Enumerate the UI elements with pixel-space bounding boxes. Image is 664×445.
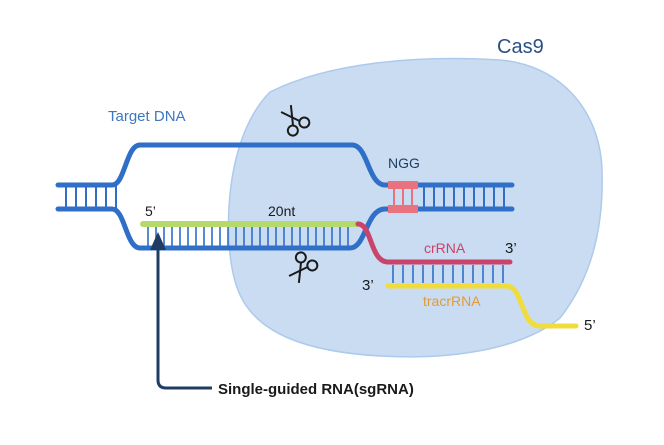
crrna-label: crRNA xyxy=(424,240,466,256)
tracrrna-label: tracrRNA xyxy=(423,293,481,309)
cas9-label: Cas9 xyxy=(497,36,544,58)
scissors-icon xyxy=(288,251,319,284)
sgrna-arrowhead xyxy=(150,232,166,250)
dna-duplex-left-rungs xyxy=(65,186,117,208)
three-prime-crrna-label: 3’ xyxy=(505,240,517,257)
spacer-dna-pairing-rungs xyxy=(147,226,349,246)
target-dna-label: Target DNA xyxy=(108,108,186,125)
sgrna-label: Single-guided RNA(sgRNA) xyxy=(218,381,414,398)
dna-duplex-right-rungs xyxy=(423,186,505,208)
target-dna-upper-strand xyxy=(55,142,515,188)
five-prime-tail-label: 5’ xyxy=(584,317,596,334)
three-prime-tracr-label: 3’ xyxy=(362,277,374,294)
target-dna-lower-strand xyxy=(55,206,515,251)
tracrrna-strand xyxy=(385,283,579,329)
crrna-strand xyxy=(355,221,513,265)
sgrna-pointer-line xyxy=(156,238,212,390)
pam-label: NGG xyxy=(388,155,420,171)
spacer-length-label: 20nt xyxy=(268,203,295,219)
pam-ngg-segment xyxy=(388,181,418,213)
scissors-icon xyxy=(280,104,311,137)
five-prime-left-label: 5’ xyxy=(145,203,156,219)
crrna-tracrrna-pairing-rungs xyxy=(392,265,504,283)
